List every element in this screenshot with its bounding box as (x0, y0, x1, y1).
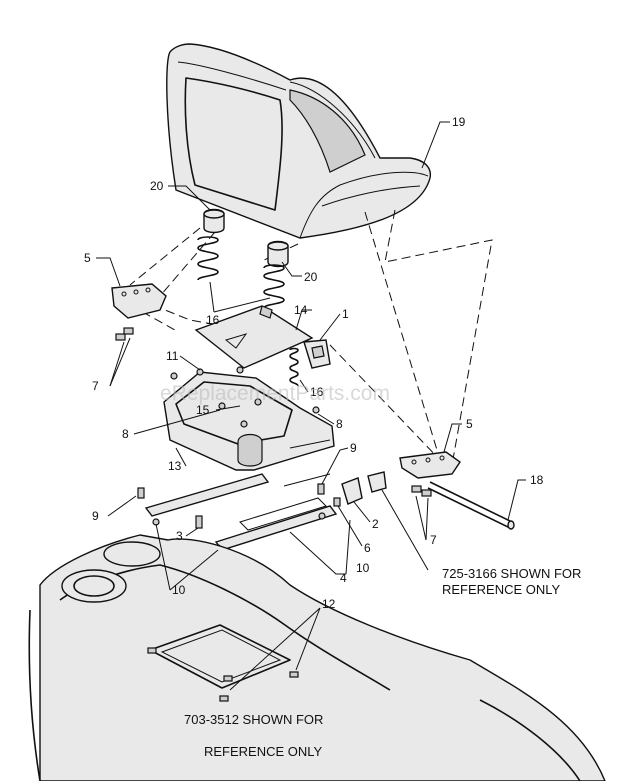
hood-fasteners (147, 647, 299, 702)
seat-pan (194, 305, 314, 369)
watermark: eReplacementParts.com (160, 382, 390, 405)
switch-reference-note-line2: REFERENCE ONLY (442, 582, 561, 597)
callout-12: 12 (322, 597, 336, 611)
switch-connector (367, 471, 387, 493)
callout-8-left: 8 (122, 427, 129, 441)
hinge-bracket-right (399, 451, 461, 479)
callout-11: 11 (166, 349, 179, 363)
callout-10-left: 10 (172, 583, 186, 597)
reference-notes: 725-3166 SHOWN FOR REFERENCE ONLY 703-35… (184, 566, 581, 759)
switch-reference-note-line1: 725-3166 SHOWN FOR (442, 566, 581, 581)
callout-3: 3 (176, 529, 183, 543)
screws (170, 366, 320, 428)
hinge-bracket-left (111, 283, 167, 319)
callout-20-lower: 20 (304, 270, 318, 284)
seat-cushion (166, 43, 432, 239)
hood-reference-note-line2: REFERENCE ONLY (204, 744, 323, 759)
leader-lines (96, 121, 526, 691)
callout-13: 13 (168, 459, 182, 473)
fender-hood (28, 534, 606, 781)
seat-rails (144, 473, 338, 551)
callout-18: 18 (530, 473, 544, 487)
callout-9-right: 9 (350, 441, 357, 455)
springs (197, 236, 299, 387)
callout-1: 1 (342, 307, 349, 321)
callout-20-top: 20 (150, 179, 164, 193)
pivot-rod (427, 481, 515, 530)
hood-reference-note-line1: 703-3512 SHOWN FOR (184, 712, 323, 727)
callout-14: 14 (294, 303, 308, 317)
callout-16-lower: 16 (310, 385, 324, 399)
callout-2: 2 (372, 517, 379, 531)
seat-base (163, 371, 335, 471)
callout-4: 4 (340, 571, 347, 585)
callout-10-right: 10 (356, 561, 370, 575)
callout-6: 6 (364, 541, 371, 555)
callout-7-left: 7 (92, 379, 99, 393)
callout-15: 15 (196, 403, 210, 417)
callout-labels: 19 20 20 5 16 14 1 7 11 16 15 8 8 5 13 9… (84, 115, 544, 611)
callout-5-left: 5 (84, 251, 91, 265)
callout-16-upper: 16 (206, 313, 220, 327)
callout-8-right: 8 (336, 417, 343, 431)
bolts (115, 327, 432, 497)
seat-switch (303, 339, 331, 369)
callout-19: 19 (452, 115, 466, 129)
callout-7-right: 7 (430, 533, 437, 547)
rail-bracket (341, 477, 363, 505)
callout-5-right: 5 (466, 417, 473, 431)
callout-9-left: 9 (92, 509, 99, 523)
